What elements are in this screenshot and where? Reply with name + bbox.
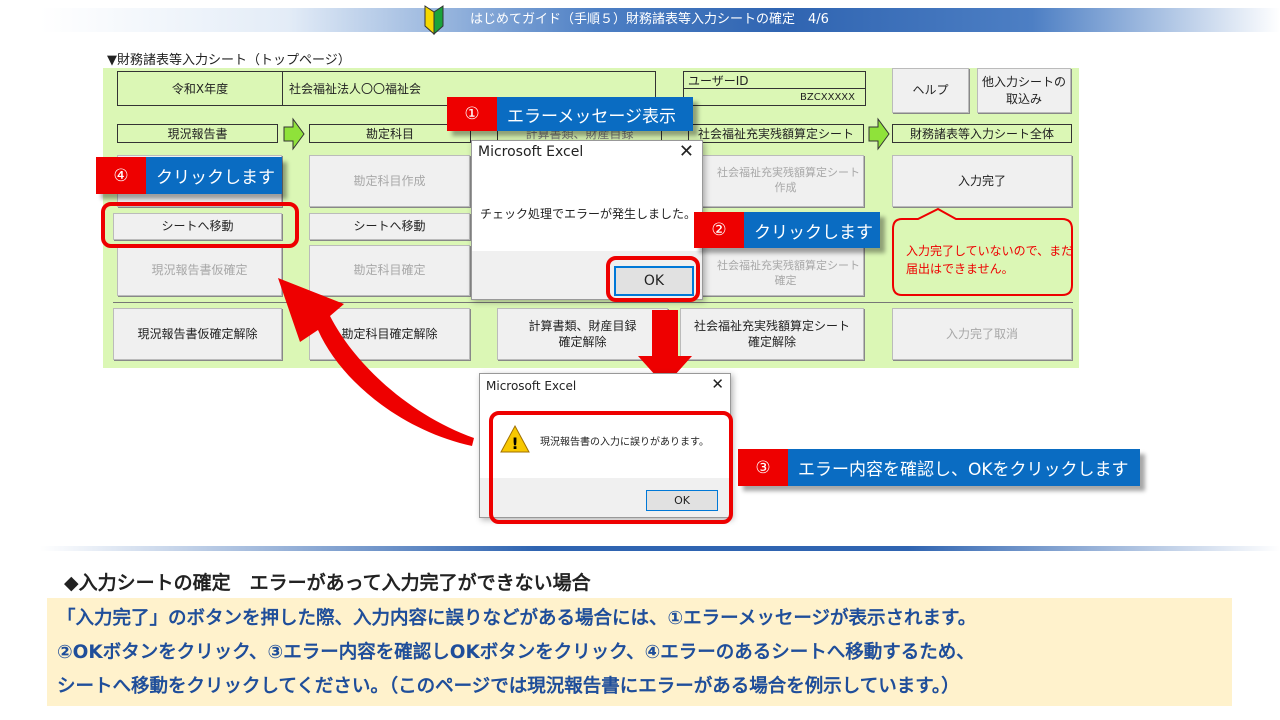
user-id-label: ユーザーID bbox=[683, 71, 866, 89]
callout-number: ① bbox=[447, 97, 497, 131]
divider bbox=[40, 546, 1280, 551]
banner-title: はじめてガイド（手順５）財務諸表等入力シートの確定 4/6 bbox=[470, 12, 829, 27]
label: 確定 bbox=[774, 274, 797, 288]
callout-number: ④ bbox=[96, 157, 146, 194]
help-button[interactable]: ヘルプ bbox=[892, 68, 969, 113]
title-banner bbox=[40, 8, 1280, 32]
keisan-cancel-button[interactable]: 計算書類、財産目録確定解除 bbox=[497, 308, 668, 360]
label: 社会福祉充実残額算定シート bbox=[717, 259, 860, 273]
move-to-sheet-button-kanjo[interactable]: シートへ移動 bbox=[309, 213, 470, 240]
note-line: 「入力完了」のボタンを押した際、入力内容に誤りなどがある場合には、①エラーメッセ… bbox=[57, 608, 977, 629]
explanation-box: 「入力完了」のボタンを押した際、入力内容に誤りなどがある場合には、①エラーメッセ… bbox=[47, 598, 1232, 706]
jyujitsu-kakutei-button[interactable]: 社会福祉充実残額算定シート確定 bbox=[680, 245, 864, 296]
label: 入力完了していないので、まだ bbox=[906, 244, 1074, 258]
label: 取込み bbox=[1005, 91, 1042, 106]
header-kanjo: 勘定科目 bbox=[309, 124, 471, 143]
label: 社会福祉充実残額算定シート bbox=[693, 318, 850, 333]
curved-arrow-icon bbox=[278, 278, 474, 446]
note-line: ②OKボタンをクリック、③エラー内容を確認しOKボタンをクリック、④エラーのある… bbox=[57, 642, 975, 663]
ok-button[interactable]: OK bbox=[646, 490, 718, 511]
callout-text: クリックします bbox=[146, 157, 282, 194]
error-detail-dialog: Microsoft Excel ✕ ! 現況報告書の入力に誤りがあります。 OK bbox=[479, 373, 731, 518]
beginner-mark-icon bbox=[424, 5, 444, 36]
label: 確定解除 bbox=[747, 335, 796, 349]
arrow-right-icon bbox=[283, 117, 305, 151]
dialog-message: チェック処理でエラーが発生しました。 bbox=[480, 207, 697, 221]
section-heading: ◆入力シートの確定 エラーがあって入力完了ができない場合 bbox=[64, 572, 591, 594]
highlight-dialog bbox=[489, 411, 733, 524]
close-icon[interactable]: ✕ bbox=[711, 375, 724, 393]
jyujitsu-cancel-button[interactable]: 社会福祉充実残額算定シート確定解除 bbox=[680, 308, 864, 360]
kanjo-kakutei-button[interactable]: 勘定科目確定 bbox=[309, 245, 470, 296]
header-genkyo: 現況報告書 bbox=[117, 124, 278, 143]
dialog-title: Microsoft Excel bbox=[486, 379, 577, 393]
callout-text: クリックします bbox=[744, 212, 880, 248]
genkyo-kari-cancel-button[interactable]: 現況報告書仮確定解除 bbox=[113, 308, 282, 360]
warning-bubble bbox=[892, 207, 1073, 296]
header-zentai: 財務諸表等入力シート全体 bbox=[892, 124, 1072, 143]
ok-button[interactable]: OK bbox=[614, 266, 694, 296]
input-done-button[interactable]: 入力完了 bbox=[892, 155, 1072, 207]
import-sheet-button[interactable]: 他入力シートの取込み bbox=[977, 68, 1071, 113]
label: 届出はできません。 bbox=[906, 262, 1014, 276]
label: 他入力シートの bbox=[981, 75, 1066, 90]
create-kanjo-button[interactable]: 勘定科目作成 bbox=[309, 155, 470, 207]
fiscal-year-cell: 令和X年度 bbox=[117, 71, 283, 106]
bubble-text: 入力完了していないので、まだ届出はできません。 bbox=[906, 242, 1073, 278]
highlight-ok bbox=[606, 256, 700, 302]
label: 確定解除 bbox=[558, 335, 607, 349]
create-jyujitsu-button[interactable]: 社会福祉充実残額算定シート作成 bbox=[680, 155, 864, 207]
svg-text:!: ! bbox=[511, 434, 518, 453]
callout-number: ② bbox=[694, 212, 744, 248]
label: 計算書類、財産目録 bbox=[528, 318, 637, 333]
callout-text: エラーメッセージ表示 bbox=[497, 97, 693, 131]
dialog-message: 現況報告書の入力に誤りがあります。 bbox=[540, 437, 709, 448]
header-jyujitsu: 社会福祉充実残額算定シート bbox=[688, 124, 864, 143]
close-icon[interactable]: ✕ bbox=[678, 141, 694, 162]
callout-number: ③ bbox=[738, 449, 788, 486]
highlight-move-button bbox=[101, 202, 299, 248]
move-to-sheet-button-genkyo[interactable]: シートへ移動 bbox=[113, 213, 282, 240]
label: 社会福祉充実残額算定シート bbox=[717, 166, 860, 180]
arrow-down-icon bbox=[638, 310, 692, 386]
callout-text: エラー内容を確認し、OKをクリックします bbox=[788, 449, 1140, 486]
error-dialog: Microsoft Excel ✕ チェック処理でエラーが発生しました。 OK bbox=[471, 140, 703, 300]
input-done-cancel-button[interactable]: 入力完了取消 bbox=[892, 308, 1072, 360]
divider bbox=[113, 302, 1073, 303]
warning-icon: ! bbox=[500, 424, 530, 453]
genkyo-kari-button[interactable]: 現況報告書仮確定 bbox=[117, 245, 282, 296]
arrow-right-icon bbox=[868, 117, 890, 151]
dialog-title: Microsoft Excel bbox=[478, 144, 584, 160]
user-id-value: BZCXXXXX bbox=[683, 88, 866, 106]
label: 作成 bbox=[774, 181, 797, 194]
note-line: シートへ移動をクリックしてください。（このページでは現況報告書にエラーがある場合… bbox=[57, 676, 960, 697]
sheet-label: ▼財務諸表等入力シート（トップページ） bbox=[107, 53, 351, 68]
